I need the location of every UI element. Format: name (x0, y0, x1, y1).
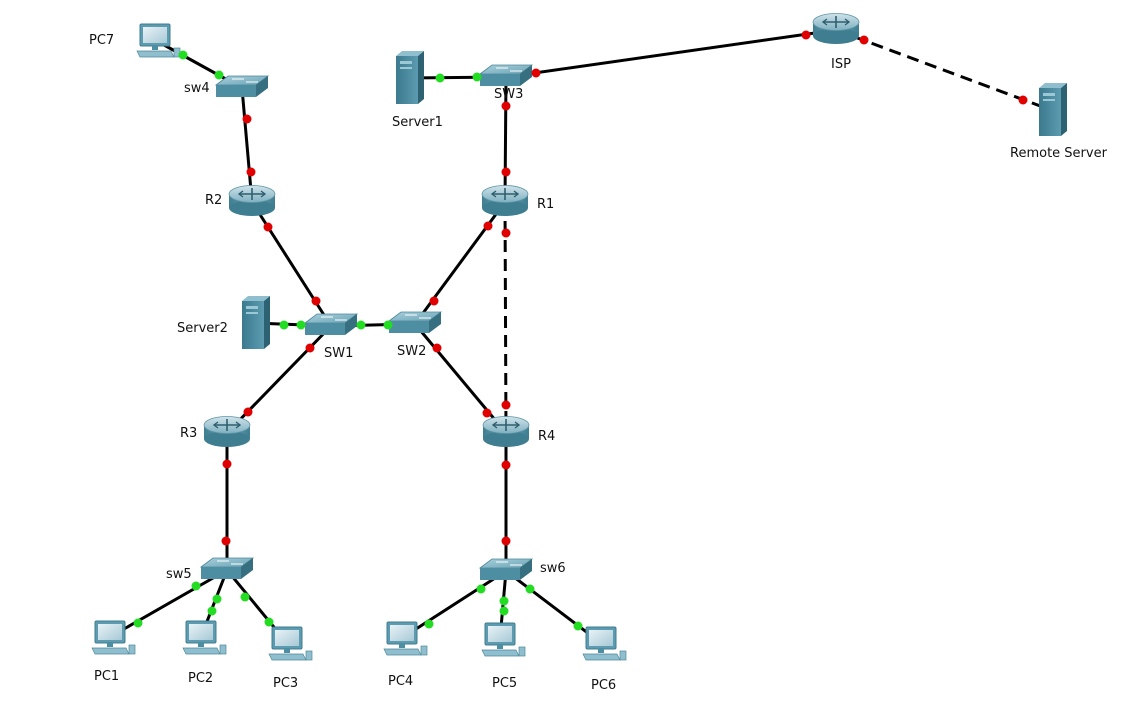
port-indicator-sw2-r4-sw2 (432, 343, 442, 353)
sw2-switch-icon[interactable] (387, 311, 443, 333)
port-indicator-r4-sw6-r4 (501, 460, 511, 470)
port-indicator-sw6-pc6-sw6 (525, 584, 535, 594)
device-label-r1: R1 (537, 197, 555, 212)
port-indicator-sw1-sw2-sw2 (383, 320, 393, 330)
port-indicator-sw5-pc3-pc3 (264, 617, 274, 627)
r1-router-icon[interactable] (481, 185, 529, 217)
device-label-sw4: sw4 (184, 81, 210, 96)
sw4-switch-icon[interactable] (214, 75, 270, 97)
pc4-pc-icon[interactable] (383, 621, 428, 656)
isp-router-icon[interactable] (812, 13, 860, 45)
device-label-r4: R4 (538, 429, 556, 444)
port-indicator-r2-sw1-r2 (263, 222, 273, 232)
port-indicator-sw6-pc6-pc6 (573, 621, 583, 631)
device-label-pc1: PC1 (94, 669, 120, 684)
port-indicator-server2-sw1-sw1 (296, 320, 306, 330)
device-label-r3: R3 (180, 426, 198, 441)
port-indicator-sw6-pc4-pc4 (424, 619, 434, 629)
port-indicator-sw4-r2-sw4 (242, 114, 252, 124)
device-label-sw6: sw6 (540, 561, 566, 576)
sw6-switch-icon[interactable] (478, 558, 534, 580)
link-sw5-pc1 (109, 568, 228, 639)
link-sw6-pc4 (401, 569, 507, 640)
link-r1-sw2 (413, 201, 507, 325)
device-label-remote-server: Remote Server (1010, 146, 1107, 161)
pc7-pc-icon[interactable] (136, 23, 181, 58)
port-indicator-sw6-pc5-sw6 (499, 596, 509, 606)
link-sw3-r1 (503, 76, 508, 203)
r2-router-icon[interactable] (228, 185, 276, 217)
port-indicator-sw6-pc4-sw6 (476, 584, 486, 594)
port-indicator-r1-sw2-sw2 (429, 296, 439, 306)
port-indicator-pc7-sw4-pc7 (178, 50, 188, 60)
port-indicator-sw5-pc2-pc2 (207, 606, 217, 616)
port-indicator-sw2-r4-r4 (482, 408, 492, 418)
remote-server-icon[interactable] (1039, 83, 1067, 136)
device-label-pc5: PC5 (492, 676, 518, 691)
device-label-pc3: PC3 (273, 676, 299, 691)
link-r2-sw1 (250, 201, 333, 327)
port-indicator-sw6-pc5-pc5 (499, 606, 509, 616)
port-indicator-sw3-isp-isp (801, 30, 811, 40)
device-label-r2: R2 (205, 193, 223, 208)
port-indicator-sw3-r1-sw3 (501, 101, 511, 111)
link-sw1-r3 (225, 324, 333, 435)
port-indicator-sw5-pc1-pc1 (133, 618, 143, 628)
port-indicator-server1-sw3-sw3 (472, 72, 482, 82)
port-indicator-sw4-r2-r2 (246, 167, 256, 177)
port-indicator-server1-sw3-server1 (435, 73, 445, 83)
port-indicator-sw5-pc1-sw5 (191, 581, 201, 591)
server1-server-icon[interactable] (396, 51, 424, 104)
port-indicator-sw1-r3-r3 (243, 407, 253, 417)
port-indicator-sw5-pc3-sw5 (240, 592, 250, 602)
port-indicator-sw5-pc2-sw5 (212, 594, 222, 604)
pc6-pc-icon[interactable] (582, 626, 627, 661)
link-r1-r4 (503, 201, 508, 434)
sw3-switch-icon[interactable] (478, 64, 534, 86)
pc5-pc-icon[interactable] (481, 622, 526, 657)
port-indicator-server2-sw1-server2 (279, 320, 289, 330)
server2-server-icon[interactable] (242, 296, 270, 349)
link-isp-remote (835, 28, 1052, 112)
port-indicator-isp-remote-isp (859, 35, 869, 45)
device-label-isp: ISP (831, 57, 851, 72)
port-indicator-sw3-isp-sw3 (531, 68, 541, 78)
device-label-pc4: PC4 (388, 674, 414, 689)
port-indicator-sw1-r3-sw1 (305, 343, 315, 353)
device-label-sw1: SW1 (324, 346, 354, 361)
r4-router-icon[interactable] (482, 416, 530, 448)
port-indicator-r1-sw2-r1 (483, 221, 493, 231)
device-label-sw3: SW3 (494, 87, 524, 102)
port-indicator-r1-r4-r4 (501, 400, 511, 410)
sw1-switch-icon[interactable] (303, 313, 359, 335)
r3-router-icon[interactable] (203, 416, 251, 448)
device-label-server1: Server1 (392, 115, 443, 130)
link-sw3-isp (505, 28, 837, 79)
port-indicator-r4-sw6-sw6 (501, 536, 511, 546)
link-sw4-r2 (240, 87, 254, 203)
port-indicator-r3-sw5-sw5 (221, 536, 231, 546)
pc1-pc-icon[interactable] (91, 620, 136, 655)
port-indicator-sw3-r1-r1 (501, 167, 511, 177)
port-indicator-isp-remote-remote (1018, 95, 1028, 105)
pc3-pc-icon[interactable] (268, 626, 313, 661)
link-sw2-r4 (413, 323, 508, 434)
device-label-pc7: PC7 (89, 33, 115, 48)
device-label-server2: Server2 (177, 321, 228, 336)
device-label-sw2: SW2 (397, 344, 427, 359)
pc2-pc-icon[interactable] (182, 620, 227, 655)
device-label-pc6: PC6 (591, 678, 617, 693)
port-indicator-sw1-sw2-sw1 (356, 320, 366, 330)
port-indicator-r1-r4-r1 (501, 228, 511, 238)
sw5-switch-icon[interactable] (199, 557, 255, 579)
device-label-pc2: PC2 (188, 671, 214, 686)
device-label-sw5: sw5 (166, 567, 192, 582)
port-indicator-pc7-sw4-sw4 (214, 70, 224, 80)
link-sw6-pc6 (505, 569, 602, 645)
port-indicator-r2-sw1-sw1 (311, 296, 321, 306)
port-indicator-r3-sw5-r3 (222, 459, 232, 469)
